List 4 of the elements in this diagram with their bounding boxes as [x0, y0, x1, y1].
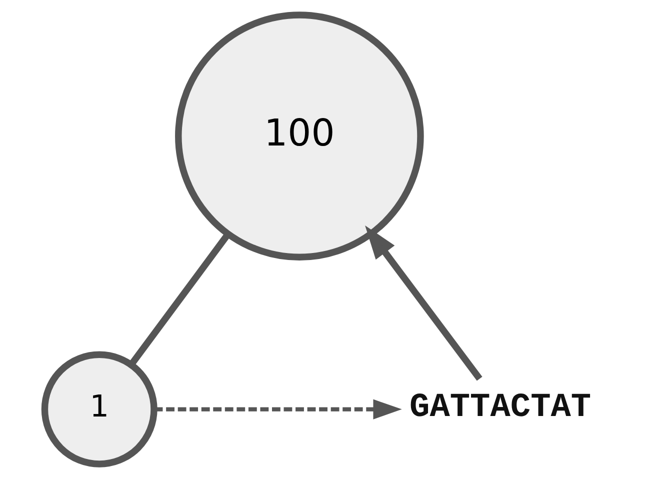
node-text: GATTACTAT [409, 389, 591, 428]
connector [128, 232, 230, 366]
node-circle: 1 [40, 351, 157, 468]
arrow [364, 226, 482, 381]
